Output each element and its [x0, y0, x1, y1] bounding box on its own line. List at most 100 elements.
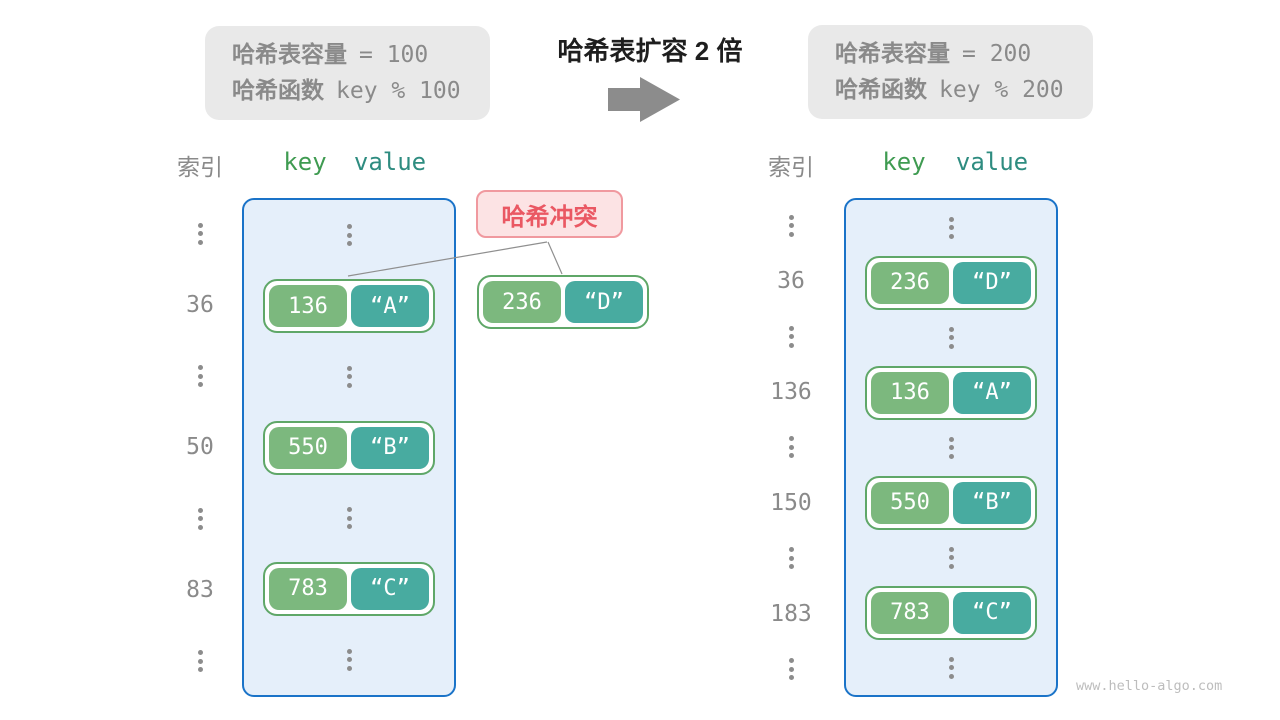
- ellipsis-icon: [948, 326, 954, 349]
- ellipsis-icon: [788, 658, 794, 681]
- index-cell: [160, 198, 240, 269]
- index-cell: [160, 341, 240, 412]
- index-cell: [160, 626, 240, 697]
- left-value-header: value: [353, 148, 427, 176]
- key-box: 236: [871, 261, 949, 304]
- ellipsis-icon: [346, 507, 352, 530]
- value-box: “C”: [953, 591, 1031, 634]
- ellipsis-icon: [346, 648, 352, 671]
- index-cell: 36: [751, 253, 831, 308]
- index-cell: [751, 531, 831, 586]
- ellipsis-icon: [346, 365, 352, 388]
- ellipsis-icon: [197, 650, 203, 673]
- value-box: “B”: [351, 426, 429, 469]
- bucket-cell: [244, 624, 454, 695]
- value-box: “A”: [351, 285, 429, 328]
- capacity-line: 哈希表容量 = 200: [835, 38, 1093, 70]
- left-index-column: 36 50 83: [160, 198, 240, 697]
- ellipsis-icon: [788, 436, 794, 459]
- key-box: 136: [871, 371, 949, 414]
- index-cell: [751, 198, 831, 253]
- watermark: www.hello-algo.com: [1076, 678, 1223, 694]
- key-box: 783: [269, 567, 347, 610]
- index-label: 36: [186, 291, 214, 318]
- key-box: 136: [269, 285, 347, 328]
- ellipsis-icon: [788, 214, 794, 237]
- hash-collision-badge: 哈希冲突: [476, 190, 623, 238]
- capacity-label: 哈希表容量: [835, 40, 950, 66]
- key-box: 550: [871, 481, 949, 524]
- bucket-cell: 783“C”: [244, 554, 454, 625]
- key-value-pair: 783“C”: [263, 561, 435, 616]
- value-box: “C”: [351, 567, 429, 610]
- bucket-cell: [846, 200, 1056, 255]
- key-value-pair: 136“A”: [263, 279, 435, 334]
- value-box: “B”: [953, 481, 1031, 524]
- bucket-cell: 236“D”: [846, 255, 1056, 310]
- ellipsis-icon: [346, 224, 352, 247]
- index-cell: 150: [751, 475, 831, 530]
- hash-fn-label: 哈希函数: [835, 76, 927, 102]
- bucket-cell: [244, 200, 454, 271]
- index-label: 83: [186, 577, 214, 604]
- index-cell: [160, 483, 240, 554]
- ellipsis-icon: [948, 216, 954, 239]
- key-box: 783: [871, 591, 949, 634]
- right-config-box: 哈希表容量 = 200 哈希函数 key % 200: [808, 25, 1093, 119]
- hash-fn-value: key % 200: [939, 77, 1064, 103]
- bucket-cell: 136“A”: [244, 271, 454, 342]
- right-hash-table: 236“D” 136“A” 550“B” 783“C”: [844, 198, 1058, 697]
- key-value-pair: 236“D”: [865, 255, 1037, 310]
- bucket-cell: 783“C”: [846, 585, 1056, 640]
- index-label: 36: [777, 268, 805, 295]
- index-cell: [751, 420, 831, 475]
- left-config-box: 哈希表容量 = 100 哈希函数 key % 100: [205, 26, 490, 120]
- capacity-line: 哈希表容量 = 100: [232, 39, 490, 71]
- key-value-pair: 236“D”: [477, 275, 649, 329]
- hash-fn-line: 哈希函数 key % 100: [232, 75, 490, 107]
- resize-title: 哈希表扩容 2 倍: [557, 36, 743, 66]
- right-value-header: value: [955, 148, 1029, 176]
- left-hash-table: 136“A” 550“B” 783“C”: [242, 198, 456, 697]
- bucket-cell: [846, 530, 1056, 585]
- left-index-header: 索引: [177, 154, 223, 180]
- value-box: “D”: [953, 261, 1031, 304]
- right-arrow-icon: [608, 77, 680, 122]
- index-cell: 183: [751, 586, 831, 641]
- bucket-cell: 550“B”: [244, 412, 454, 483]
- index-cell: 36: [160, 269, 240, 340]
- ellipsis-icon: [788, 547, 794, 570]
- index-cell: [751, 642, 831, 697]
- ellipsis-icon: [948, 546, 954, 569]
- ellipsis-icon: [948, 656, 954, 679]
- bucket-cell: [244, 483, 454, 554]
- bucket-cell: [846, 310, 1056, 365]
- key-value-pair: 550“B”: [263, 420, 435, 475]
- collision-pair-slot: 236“D”: [477, 275, 649, 329]
- capacity-value: = 200: [962, 41, 1032, 67]
- index-label: 150: [770, 489, 812, 516]
- capacity-value: = 100: [359, 42, 429, 68]
- ellipsis-icon: [197, 365, 203, 388]
- hash-fn-value: key % 100: [336, 78, 461, 104]
- index-cell: 50: [160, 412, 240, 483]
- bucket-cell: 550“B”: [846, 475, 1056, 530]
- index-cell: 83: [160, 554, 240, 625]
- left-key-header: key: [283, 148, 327, 176]
- bucket-cell: 136“A”: [846, 365, 1056, 420]
- key-value-pair: 783“C”: [865, 585, 1037, 640]
- hash-fn-label: 哈希函数: [232, 77, 324, 103]
- capacity-label: 哈希表容量: [232, 41, 347, 67]
- index-label: 50: [186, 434, 214, 461]
- key-value-pair: 550“B”: [865, 475, 1037, 530]
- bucket-cell: [846, 420, 1056, 475]
- right-index-header: 索引: [768, 154, 814, 180]
- right-key-header: key: [882, 148, 926, 176]
- bucket-cell: [244, 341, 454, 412]
- ellipsis-icon: [788, 325, 794, 348]
- ellipsis-icon: [197, 507, 203, 530]
- key-box: 550: [269, 426, 347, 469]
- hash-fn-line: 哈希函数 key % 200: [835, 74, 1093, 106]
